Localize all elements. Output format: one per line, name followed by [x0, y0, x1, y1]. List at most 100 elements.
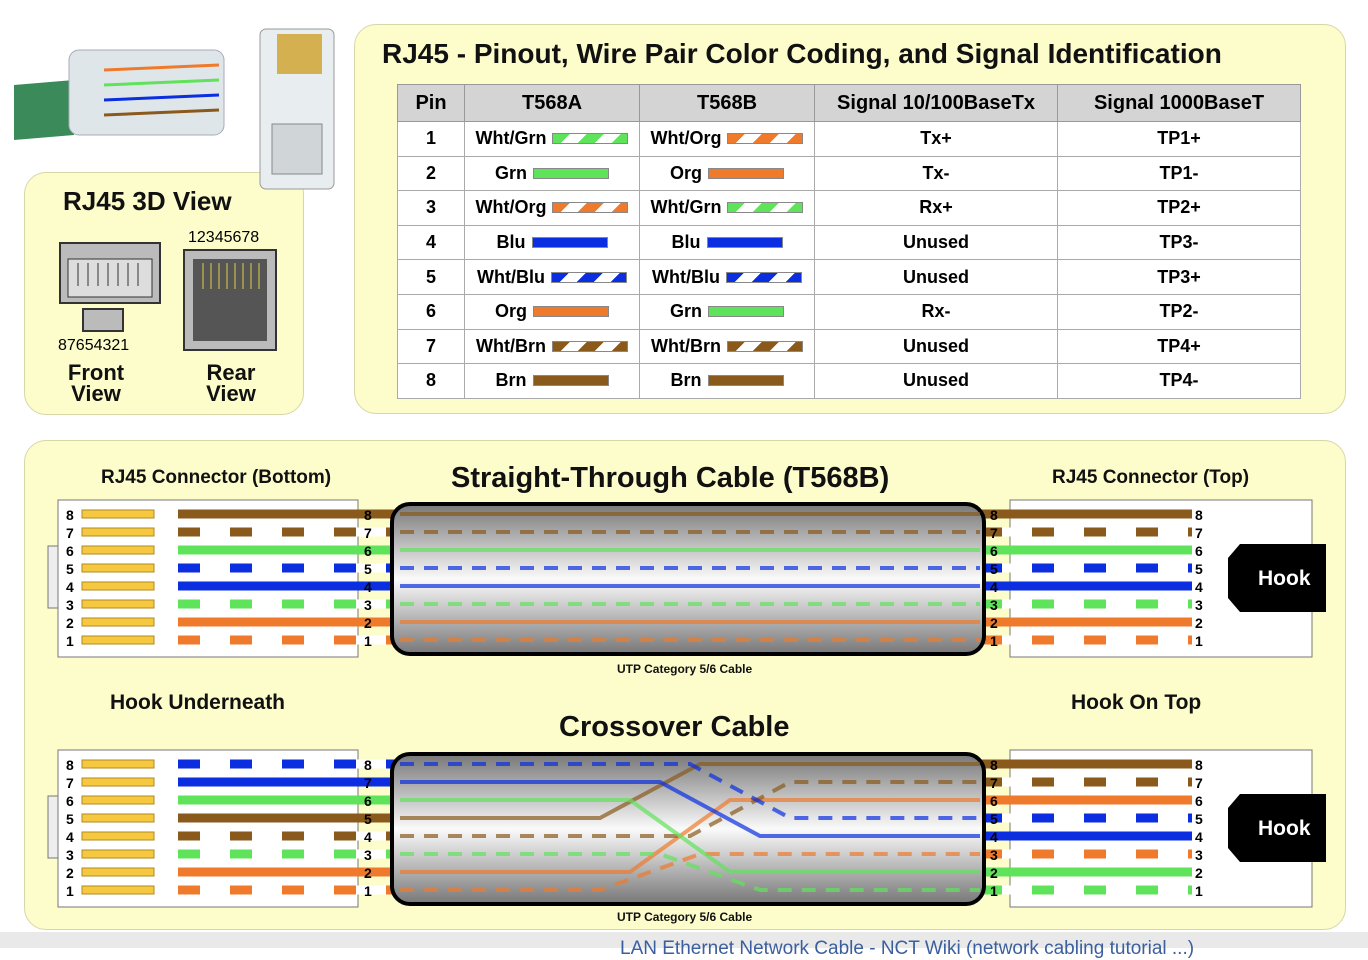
3d-view-title: RJ45 3D View	[63, 186, 232, 216]
col-signal-1000: Signal 1000BaseT	[1057, 84, 1301, 122]
wire-swatch	[726, 340, 803, 352]
pin-contact	[81, 545, 155, 555]
signal-100-cell: Unused	[814, 259, 1058, 295]
pin-contact	[81, 867, 155, 877]
pin-number: 8	[364, 507, 372, 523]
pin-cell: 5	[397, 259, 465, 295]
pin-contact	[81, 617, 155, 627]
pin-number: 1	[66, 883, 74, 899]
cable-wire	[400, 780, 980, 838]
pin-number: 7	[1195, 775, 1203, 791]
pin-number: 7	[66, 525, 74, 541]
cable-wire	[400, 762, 980, 820]
pin-number: 2	[66, 615, 74, 631]
pin-number: 4	[364, 829, 372, 845]
pin-number: 4	[990, 579, 998, 595]
t568a-color-label: Blu	[496, 232, 526, 253]
straight-right-label: RJ45 Connector (Top)	[1052, 467, 1250, 488]
pin-number: 5	[990, 561, 998, 577]
pin-number: 4	[66, 829, 74, 845]
pin-number: 8	[990, 507, 998, 523]
pin-contact	[81, 759, 155, 769]
t568a-cell: Wht/Blu	[464, 259, 640, 295]
pin-number: 4	[66, 579, 74, 595]
cable-wire	[400, 762, 980, 820]
cable-wire	[400, 780, 980, 838]
rear-view-label: Rear View	[206, 360, 256, 406]
t568a-color-label: Wht/Grn	[475, 128, 547, 149]
col-signal-100: Signal 10/100BaseTx	[814, 84, 1058, 122]
wire-swatch	[532, 375, 609, 387]
pin-number: 7	[990, 775, 998, 791]
crossover-right-label: Hook On Top	[1071, 691, 1202, 714]
front-pin-numbers: 87654321	[58, 337, 130, 354]
pin-contact	[81, 509, 155, 519]
t568b-cell: Wht/Blu	[639, 259, 815, 295]
t568a-color-label: Grn	[494, 162, 527, 183]
cable-wire	[400, 798, 980, 874]
signal-1000-cell: TP2+	[1057, 190, 1301, 226]
pin-number: 8	[1195, 507, 1203, 523]
t568b-cell: Grn	[639, 293, 815, 330]
crossover-cable-label: UTP Category 5/6 Cable	[617, 910, 753, 924]
pin-number: 8	[66, 757, 74, 773]
t568b-color-label: Wht/Org	[650, 128, 722, 149]
wire-swatch	[533, 167, 609, 179]
pin-number: 1	[66, 633, 74, 649]
table-row: 3 Wht/Org Wht/Grn Rx+ TP2+	[397, 190, 1301, 226]
t568a-color-label: Wht/Brn	[476, 335, 546, 356]
cable-wire	[400, 852, 980, 892]
pin-number: 8	[990, 757, 998, 773]
wire-swatch	[550, 271, 627, 283]
t568b-color-label: Wht/Blu	[652, 266, 720, 287]
pin-number: 3	[66, 597, 74, 613]
straight-hook	[1228, 544, 1326, 612]
pin-number: 5	[990, 811, 998, 827]
pin-number: 6	[364, 543, 372, 559]
crossover-hook	[1228, 794, 1326, 862]
wire-swatch	[551, 340, 628, 352]
wire-swatch	[708, 167, 784, 179]
rear-connector-icon	[183, 249, 277, 356]
pin-number: 8	[66, 507, 74, 523]
footer-band	[0, 932, 1368, 948]
signal-100-cell: Tx-	[814, 155, 1058, 192]
pin-number: 6	[66, 543, 74, 559]
straight-left-tab	[47, 545, 59, 609]
source-caption-link[interactable]: LAN Ethernet Network Cable - NCT Wiki (n…	[620, 938, 1195, 959]
pin-number: 1	[1195, 633, 1203, 649]
straight-title: Straight-Through Cable (T568B)	[451, 462, 890, 494]
wire-swatch	[725, 271, 802, 283]
pin-cell: 1	[397, 121, 465, 157]
pin-contact	[81, 777, 155, 787]
pin-contact	[81, 599, 155, 609]
crossover-left-connector	[57, 749, 359, 908]
table-row: 8 Brn Brn Unused TP4-	[397, 363, 1301, 399]
pin-number: 5	[364, 811, 372, 827]
signal-100-cell: Unused	[814, 363, 1058, 399]
pin-number: 2	[990, 615, 998, 631]
pin-number: 4	[990, 829, 998, 845]
pin-number: 4	[364, 579, 372, 595]
t568b-color-label: Org	[669, 162, 702, 183]
pin-contact	[81, 527, 155, 537]
table-row: 5 Wht/Blu Wht/Blu Unused TP3+	[397, 259, 1301, 295]
wire-swatch	[533, 306, 609, 318]
pin-number: 5	[364, 561, 372, 577]
pinout-table: Pin T568A T568B Signal 10/100BaseTx Sign…	[397, 84, 1301, 399]
pin-number: 6	[66, 793, 74, 809]
t568a-color-label: Wht/Blu	[477, 266, 545, 287]
straight-hook-label: Hook	[1258, 567, 1311, 590]
t568b-color-label: Blu	[671, 232, 701, 253]
signal-1000-cell: TP4+	[1057, 328, 1301, 365]
cable-wire	[400, 852, 980, 892]
pin-number: 1	[1195, 883, 1203, 899]
pin-contact	[81, 885, 155, 895]
plug-photo	[14, 40, 234, 140]
wire-swatch	[552, 202, 629, 214]
table-row: 6 Org Grn Rx- TP2-	[397, 293, 1301, 330]
pin-number: 6	[1195, 543, 1203, 559]
pin-number: 5	[1195, 561, 1203, 577]
signal-100-cell: Unused	[814, 224, 1058, 261]
pin-number: 7	[1195, 525, 1203, 541]
